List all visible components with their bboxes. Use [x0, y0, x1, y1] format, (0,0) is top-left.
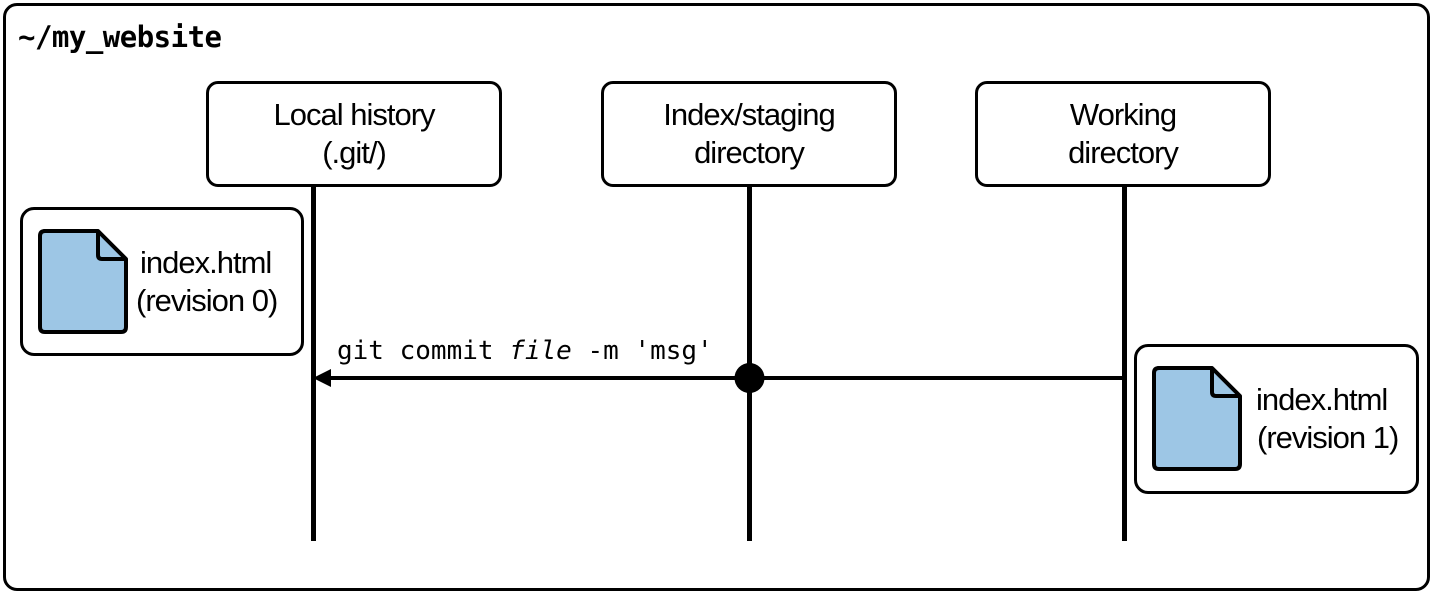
lifeline-local-history — [311, 187, 316, 541]
repository-path-title: ~/my_website — [18, 20, 222, 54]
lane-index-staging-label-line1: Index/staging — [663, 97, 835, 132]
command-prefix: git commit — [337, 336, 510, 366]
file-name-revision-0: index.html — [140, 245, 272, 280]
command-suffix: -m 'msg' — [571, 336, 713, 366]
file-revision-label-1: (revision 1) — [1257, 420, 1399, 455]
lane-index-staging: Index/staging directory — [601, 81, 897, 187]
lane-local-history: Local history (.git/) — [206, 81, 502, 187]
command-file-arg: file — [509, 336, 572, 366]
git-commit-command-label: git commit file -m 'msg' — [337, 336, 713, 366]
lane-working-directory: Working directory — [975, 81, 1271, 187]
file-icon — [38, 229, 128, 334]
lane-index-staging-label-line2: directory — [694, 135, 805, 170]
lane-working-directory-label-line2: directory — [1068, 135, 1179, 170]
lane-local-history-label-line2: (.git/) — [322, 135, 387, 170]
arrow-head-icon — [313, 369, 331, 387]
commit-origin-dot — [734, 363, 765, 393]
lane-working-directory-label-line1: Working — [1069, 97, 1177, 132]
lifeline-working-directory — [1122, 187, 1127, 541]
file-name-revision-1: index.html — [1256, 382, 1388, 417]
file-icon — [1152, 366, 1242, 471]
lane-local-history-label-line1: Local history — [273, 97, 435, 132]
file-revision-label-0: (revision 0) — [136, 283, 278, 318]
